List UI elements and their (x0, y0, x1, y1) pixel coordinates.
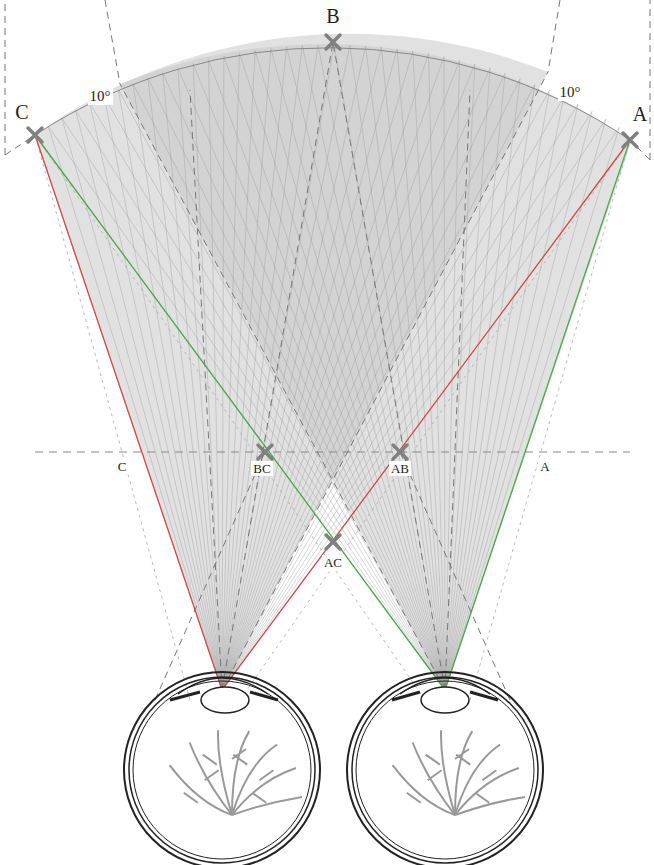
construction-lines (5, 0, 650, 700)
ray-line (222, 47, 381, 690)
ray-line (445, 84, 535, 690)
ray-line (222, 53, 239, 690)
point-markers (28, 35, 637, 549)
object-arc (35, 48, 630, 140)
plane-label: BC (251, 461, 272, 476)
ray-line (222, 45, 318, 690)
plane-label: A (538, 459, 551, 474)
image-plane (35, 452, 630, 453)
ray-line (222, 45, 350, 690)
point-label: C (13, 101, 30, 123)
left-eye (124, 672, 320, 865)
ray-line (222, 128, 619, 691)
ray-line (222, 54, 429, 691)
ray-line (222, 119, 606, 690)
ray-line (208, 60, 445, 690)
ray-line (222, 64, 475, 690)
ray-line (208, 60, 222, 690)
point-label: B (324, 5, 341, 27)
vessel (232, 768, 296, 815)
red-line (222, 140, 630, 690)
ray-line (222, 136, 633, 690)
ray-line (222, 112, 592, 691)
ray-line (76, 111, 445, 691)
ray-line (444, 57, 445, 690)
red-line (35, 135, 222, 690)
ray-line (413, 51, 445, 690)
vessel (455, 768, 519, 815)
ray-line (193, 64, 445, 691)
ray-line (224, 56, 445, 690)
ray-line (445, 104, 578, 690)
ray-line (222, 56, 224, 690)
plane-label: AB (389, 461, 411, 476)
ray-line (318, 45, 445, 690)
ray-line (222, 51, 413, 690)
ray-line (445, 90, 549, 690)
ray-line (271, 49, 445, 690)
ray-line (445, 79, 520, 690)
ray-line (445, 136, 633, 690)
ray-line (222, 90, 549, 690)
vessel (190, 743, 232, 816)
ray-line (222, 68, 490, 690)
ray-line (429, 54, 446, 691)
ray-line (366, 46, 445, 690)
ray-line (445, 97, 564, 690)
faint-rays (35, 135, 630, 700)
vessel (393, 765, 455, 815)
retinal-vessels (170, 730, 525, 815)
ray-line (148, 78, 445, 690)
ray-hatching (35, 45, 633, 690)
ray-line (222, 73, 505, 690)
right-eye-field (120, 44, 630, 690)
ray-line (163, 73, 222, 690)
ray-line (445, 112, 592, 691)
green-line (35, 135, 445, 690)
ray-line (445, 128, 619, 691)
ray-line (445, 60, 460, 690)
angle-label: 10° (88, 88, 113, 105)
ray-line (381, 47, 445, 690)
point-label: A (631, 103, 649, 125)
ray-line (35, 135, 222, 690)
angle-label: 10° (558, 84, 583, 101)
ray-line (445, 73, 505, 690)
ray-line (62, 118, 445, 690)
vessel (232, 793, 302, 815)
plane-label: C (116, 459, 129, 474)
ray-line (445, 64, 475, 690)
vessel (203, 730, 232, 815)
ray-line (222, 49, 397, 690)
ray-line (118, 90, 222, 690)
ray-line (255, 51, 445, 690)
ray-line (287, 47, 446, 690)
plane-label: AC (322, 555, 344, 570)
ray-line (222, 60, 460, 690)
right-eye (347, 672, 543, 865)
vessel (170, 765, 232, 815)
vessel (426, 730, 455, 815)
vessel (455, 793, 525, 815)
ray-line (222, 57, 444, 690)
ray-line (76, 111, 222, 691)
vessel (455, 731, 472, 815)
eyeballs (124, 672, 543, 865)
green-line (445, 140, 630, 690)
ray-line (48, 127, 222, 691)
ray-line (193, 64, 222, 691)
vessel (232, 731, 249, 815)
vessel (413, 743, 455, 816)
ray-line (350, 45, 445, 690)
ray-line (90, 103, 222, 690)
ray-line (222, 104, 578, 690)
